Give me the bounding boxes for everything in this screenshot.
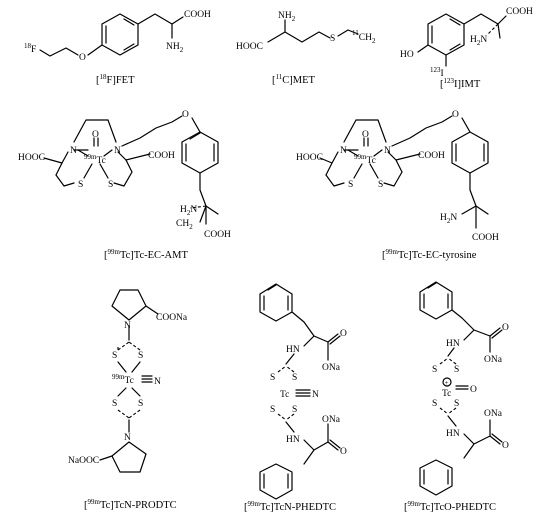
- structure-tcn-prodtc: N COONa S S 99mTc N S S N NaOOC [99mTc]T…: [68, 289, 188, 511]
- structure-tc-ec-tyrosine: O HOOC COOH N N O 99mTc S S H2N COOH [99…: [296, 110, 499, 261]
- tco-s4-label: S: [454, 399, 459, 409]
- fet-benzene-ring: [101, 13, 139, 56]
- prodtc-top-pyrrolidine: [111, 289, 147, 321]
- tco-hn-top-label: HN: [446, 339, 460, 349]
- tco-plus-label: +: [445, 379, 449, 387]
- amt-cooh-label: COOH: [148, 151, 175, 161]
- phedtc-top-benzene-ring: [259, 283, 293, 322]
- tyrosine-cooh-bottom-label: COOH: [472, 233, 499, 243]
- tyrosine-h2n-label: H2N: [440, 213, 457, 225]
- tco-o-oxo-label: O: [470, 385, 477, 395]
- structure-tcn-phedtc: HN O ONa S S Tc N S S ONa HN O [99mTc]Tc…: [244, 283, 347, 513]
- met-nh2-label: NH2: [278, 11, 296, 23]
- phedtc-s1-label: S: [270, 373, 275, 383]
- phedtc-o-top-label: O: [340, 329, 347, 339]
- amt-n-right-label: N: [114, 146, 121, 156]
- amt-tc-label: 99mTc: [84, 153, 106, 166]
- prodtc-s1-label: S: [112, 351, 117, 361]
- tco-phedtc-caption: [99mTc]TcO-PHEDTC: [404, 500, 496, 513]
- tco-top-benzene-ring: [419, 281, 453, 320]
- amt-benzene-ring: [181, 131, 219, 174]
- prodtc-s2-label: S: [138, 351, 143, 361]
- met-ch3-label: 11CH2: [352, 29, 376, 45]
- prodtc-n-top-label: N: [124, 321, 131, 331]
- phedtc-tc-label: Tc: [280, 390, 289, 400]
- phedtc-ona-bottom-label: ONa: [322, 415, 341, 425]
- prodtc-s4-label: S: [138, 399, 143, 409]
- prodtc-coona-label: COONa: [156, 313, 188, 323]
- tco-hn-bottom-label: HN: [446, 429, 460, 439]
- phedtc-hn-bottom-label: HN: [286, 435, 300, 445]
- imt-caption: [123I]IMT: [440, 77, 481, 90]
- phedtc-s2-label: S: [292, 373, 297, 383]
- tco-o-bottom-label: O: [502, 441, 509, 451]
- amt-cooh-bottom-label: COOH: [204, 230, 231, 240]
- amt-s-left-label: S: [78, 180, 83, 190]
- fet-f-label: 18F: [24, 42, 36, 55]
- prodtc-tc-label: 99mTc: [112, 373, 134, 386]
- tco-ona-top-label: ONa: [484, 355, 503, 365]
- imt-cooh-label: COOH: [506, 7, 533, 17]
- amt-o-tc-label: O: [92, 130, 99, 140]
- structure-tc-ec-amt: O HOOC COOH N N O 99mTc S S H2N CH2 COOH…: [18, 110, 231, 261]
- imt-h2n-label: H2N: [470, 35, 487, 47]
- tco-s3-label: S: [432, 399, 437, 409]
- tyrosine-n-right-label: N: [384, 146, 391, 156]
- tc-ec-tyrosine-caption: [99mTc]Tc-EC-tyrosine: [382, 248, 477, 261]
- met-hooc-label: HOOC: [236, 42, 263, 52]
- structure-fet: COOH NH2 O 18F [18F]FET: [24, 10, 211, 86]
- met-s-label: S: [330, 34, 335, 44]
- tyrosine-benzene-ring: [451, 131, 489, 174]
- prodtc-n-bottom-label: N: [124, 433, 131, 443]
- fet-nh2-label: NH2: [166, 42, 184, 54]
- phedtc-s3-label: S: [270, 405, 275, 415]
- phedtc-ona-top-label: ONa: [322, 363, 341, 373]
- amt-h2n-label: H2N: [180, 205, 197, 217]
- structure-tco-phedtc: HN O ONa S S + Tc O S S ONa HN O [99mTc]…: [404, 281, 509, 513]
- structure-imt: COOH H2N HO 123I [123I]IMT: [400, 7, 533, 90]
- prodtc-naooc-label: NaOOC: [68, 456, 99, 466]
- tco-charge-circle: [442, 377, 452, 387]
- phedtc-n-nitrido-label: N: [312, 390, 319, 400]
- amt-ch3-label: CH2: [176, 219, 193, 231]
- tyrosine-s-left-label: S: [348, 180, 353, 190]
- tco-ona-bottom-label: ONa: [484, 409, 503, 419]
- tyrosine-cooh-label: COOH: [418, 151, 445, 161]
- fet-o-label: O: [79, 53, 86, 63]
- prodtc-s3-label: S: [112, 399, 117, 409]
- tyrosine-n-left-label: N: [340, 146, 347, 156]
- phedtc-s4-label: S: [292, 405, 297, 415]
- amt-o-linker-label: O: [182, 110, 189, 120]
- tyrosine-hooc-label: HOOC: [296, 153, 323, 163]
- tcn-prodtc-caption: [99mTc]TcN-PRODTC: [84, 498, 177, 511]
- structure-met: NH2 HOOC S 11CH2 [11C]MET: [236, 11, 376, 86]
- tyrosine-o-tc-label: O: [362, 130, 369, 140]
- tco-s2-label: S: [454, 365, 459, 375]
- phedtc-bottom-benzene-ring: [259, 463, 293, 500]
- tco-tc-label: Tc: [442, 389, 451, 399]
- prodtc-bottom-pyrrolidine: [111, 441, 147, 473]
- phedtc-hn-top-label: HN: [286, 345, 300, 355]
- fet-cooh-label: COOH: [184, 10, 211, 20]
- imt-benzene-ring: [427, 13, 465, 56]
- imt-i-label: 123I: [430, 66, 444, 79]
- imt-ho-label: HO: [400, 50, 414, 60]
- tco-o-top-label: O: [502, 323, 509, 333]
- tc-ec-amt-caption: [99mTc]Tc-EC-AMT: [104, 248, 188, 261]
- tyrosine-s-right-label: S: [378, 180, 383, 190]
- tcn-phedtc-caption: [99mTc]TcN-PHEDTC: [244, 500, 336, 513]
- tco-s1-label: S: [432, 365, 437, 375]
- tyrosine-o-linker-label: O: [452, 110, 459, 120]
- met-caption: [11C]MET: [272, 73, 316, 86]
- tco-bottom-benzene-ring: [419, 459, 453, 496]
- fet-caption: [18F]FET: [96, 73, 135, 86]
- prodtc-n-nitrido-label: N: [154, 377, 161, 387]
- tyrosine-tc-label: 99mTc: [354, 153, 376, 166]
- amt-s-right-label: S: [108, 180, 113, 190]
- phedtc-o-bottom-label: O: [340, 447, 347, 457]
- amt-n-left-label: N: [70, 146, 77, 156]
- amt-hooc-label: HOOC: [18, 153, 45, 163]
